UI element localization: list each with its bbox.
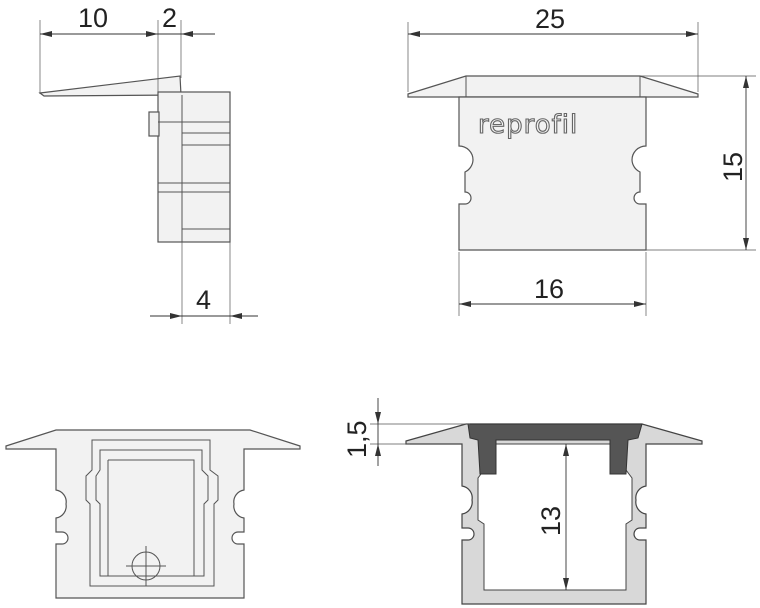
side-view-tab: [148, 111, 160, 137]
section-view: 1,5 13: [342, 398, 703, 605]
front-view-lip: [407, 75, 699, 98]
brand-logo: reprofil: [478, 110, 578, 140]
dim-front-width: 25: [535, 4, 565, 34]
section-cover: [467, 423, 643, 475]
side-view: 10 2 4: [38, 3, 258, 324]
dim-front-height: 15: [718, 152, 748, 182]
dim-side-depth: 4: [196, 285, 211, 315]
dim-side-gap: 2: [162, 3, 177, 33]
assembly-inner-channel: [85, 439, 219, 587]
front-view: reprofil 25 15 16: [407, 4, 756, 316]
dim-front-body-width: 16: [534, 274, 564, 304]
dim-side-lip: 10: [78, 3, 108, 33]
side-view-body: [157, 91, 231, 243]
assembly-view: [5, 429, 301, 599]
assembly-profile: [5, 429, 301, 599]
dim-section-lip: 1,5: [342, 420, 372, 458]
dim-section-height: 13: [536, 506, 566, 536]
